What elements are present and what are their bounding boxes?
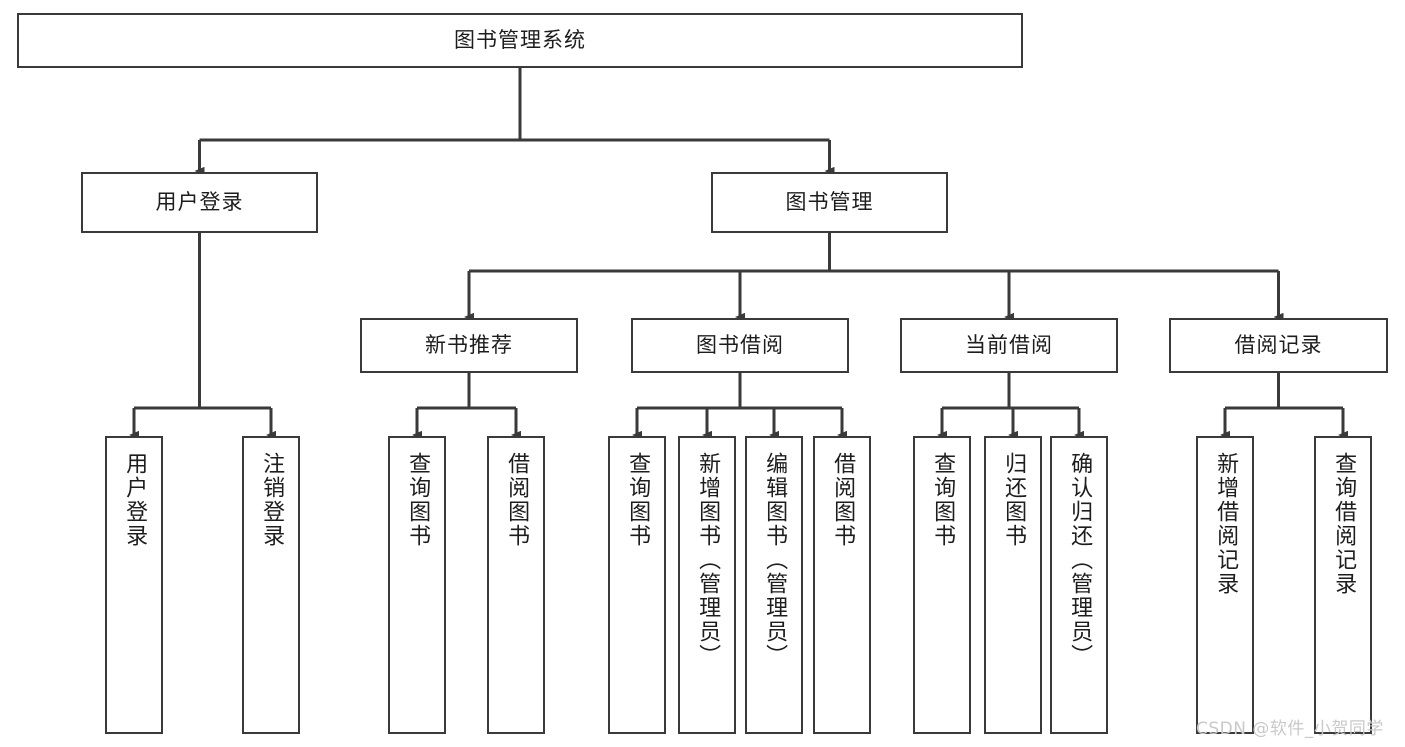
- node-l-addrec[interactable]: 新增借阅记录: [1196, 436, 1254, 734]
- edge-group: [129, 68, 1348, 440]
- node-label: 新书推荐: [425, 332, 513, 357]
- node-label: 查询图书: [930, 452, 956, 548]
- node-current[interactable]: 当前借阅: [900, 318, 1118, 373]
- node-l-confirm[interactable]: 确认归还（管理员）: [1050, 436, 1108, 734]
- node-label: 图书借阅: [696, 332, 784, 357]
- node-label: 新增图书（管理员）: [695, 452, 721, 668]
- node-l-borrow2[interactable]: 借阅图书: [813, 436, 871, 734]
- node-l-query1[interactable]: 查询图书: [388, 436, 446, 734]
- node-label: 编辑图书（管理员）: [762, 452, 788, 668]
- node-label: 查询图书: [405, 452, 431, 548]
- node-label: 确认归还（管理员）: [1067, 452, 1093, 668]
- node-label: 借阅图书: [830, 452, 856, 548]
- node-label: 图书管理: [785, 189, 874, 214]
- node-l-return[interactable]: 归还图书: [984, 436, 1042, 734]
- node-label: 用户登录: [155, 189, 244, 214]
- node-root[interactable]: 图书管理系统: [17, 13, 1023, 68]
- node-label: 借阅图书: [504, 452, 530, 548]
- node-label: 归还图书: [1001, 452, 1027, 548]
- node-l-add[interactable]: 新增图书（管理员）: [678, 436, 736, 734]
- node-record[interactable]: 借阅记录: [1169, 318, 1388, 373]
- node-l-query3[interactable]: 查询图书: [913, 436, 971, 734]
- node-label: 借阅记录: [1234, 332, 1323, 357]
- node-borrow[interactable]: 图书借阅: [631, 318, 849, 373]
- node-l-edit[interactable]: 编辑图书（管理员）: [745, 436, 803, 734]
- node-l-query2[interactable]: 查询图书: [608, 436, 666, 734]
- node-l-borrow1[interactable]: 借阅图书: [487, 436, 545, 734]
- node-l-login[interactable]: 用户登录: [105, 436, 163, 734]
- node-l-queryrec[interactable]: 查询借阅记录: [1314, 436, 1372, 734]
- node-label: 查询图书: [625, 452, 651, 548]
- node-label: 当前借阅: [965, 332, 1053, 357]
- node-label: 图书管理系统: [454, 27, 586, 52]
- node-label: 注销登录: [259, 452, 285, 548]
- node-l-logout[interactable]: 注销登录: [242, 436, 300, 734]
- node-label: 用户登录: [122, 452, 148, 548]
- node-label: 查询借阅记录: [1331, 452, 1357, 596]
- node-newbook[interactable]: 新书推荐: [360, 318, 578, 373]
- node-label: 新增借阅记录: [1213, 452, 1239, 596]
- node-bookmgmt[interactable]: 图书管理: [711, 172, 948, 233]
- node-login[interactable]: 用户登录: [81, 172, 318, 233]
